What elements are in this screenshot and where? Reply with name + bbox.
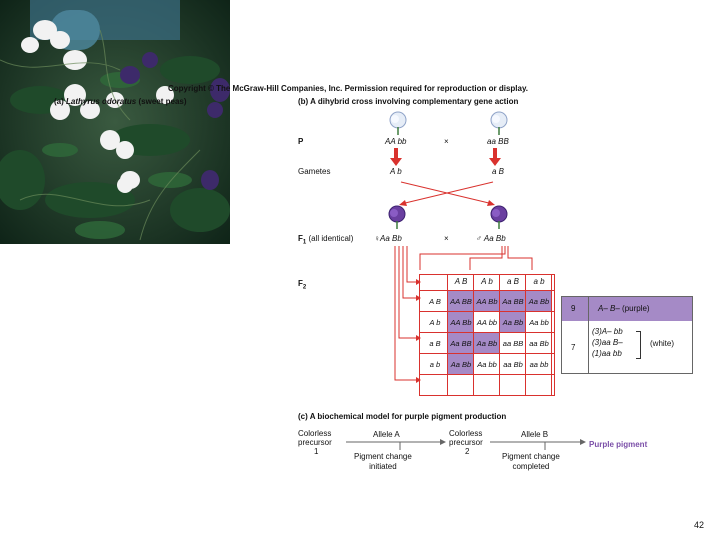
punnett-cell: AA bb bbox=[476, 318, 498, 327]
purple-flower-icon bbox=[388, 205, 406, 229]
punnett-cell: Aa bb bbox=[477, 360, 497, 369]
punnett-col-header: A B bbox=[454, 277, 468, 286]
results-divider bbox=[588, 297, 589, 373]
pathway-arrows bbox=[346, 439, 586, 450]
punnett-row-header: A B bbox=[429, 297, 441, 306]
f1-male-genotype: ♂ Aa Bb bbox=[476, 234, 506, 243]
punnett-gridline bbox=[551, 275, 552, 395]
punnett-col-header: a b bbox=[533, 277, 545, 286]
f2-label: F2 bbox=[298, 279, 307, 291]
white-flower-icon bbox=[490, 111, 508, 135]
punnett-gridline bbox=[473, 275, 474, 395]
punnett-gridline bbox=[420, 290, 554, 291]
copyright-notice: Copyright © The McGraw-Hill Companies, I… bbox=[168, 84, 529, 93]
punnett-cell: aa Bb bbox=[529, 339, 549, 348]
cross-symbol: × bbox=[444, 137, 449, 146]
punnett-gridline bbox=[420, 353, 554, 354]
punnett-row-header: a b bbox=[429, 360, 441, 369]
punnett-row-header: a B bbox=[429, 339, 441, 348]
panel-a-common-name: (sweet peas) bbox=[138, 97, 187, 106]
purple-result-row bbox=[562, 297, 692, 321]
white-label: (white) bbox=[650, 339, 675, 348]
f1-female-genotype: ♀Aa Bb bbox=[374, 234, 402, 243]
punnett-cell: Aa BB bbox=[500, 291, 526, 312]
gametes-label: Gametes bbox=[298, 167, 331, 176]
f1-to-punnett-lines bbox=[394, 246, 533, 383]
white-bracket bbox=[636, 331, 641, 359]
punnett-gridline bbox=[447, 275, 448, 395]
punnett-cell: Aa BB bbox=[448, 333, 474, 354]
punnett-row-header: A b bbox=[429, 318, 441, 327]
panel-c-title: (c) A biochemical model for purple pigme… bbox=[298, 412, 507, 421]
p-left-genotype: AA bb bbox=[385, 137, 407, 146]
gamete-right: a B bbox=[492, 167, 505, 176]
white-count: 7 bbox=[571, 343, 576, 352]
punnett-cell: Aa Bb bbox=[526, 291, 552, 312]
punnett-gridline bbox=[420, 374, 554, 375]
punnett-cell: aa Bb bbox=[503, 360, 523, 369]
punnett-gridline bbox=[499, 275, 500, 395]
results-box: 9 A– B– (purple) 7 (3)A– bb (3)aa B– (1)… bbox=[561, 296, 693, 374]
purple-pigment-label: Purple pigment bbox=[589, 440, 648, 449]
cross-arrows bbox=[390, 148, 501, 206]
punnett-cell: Aa Bb bbox=[448, 354, 474, 375]
white-genotype-3: (1)aa bb bbox=[592, 349, 622, 358]
punnett-cell: Aa bb bbox=[529, 318, 549, 327]
f1-label: F1 (all identical) bbox=[298, 234, 354, 246]
allele-a-label: Allele A bbox=[373, 430, 400, 439]
punnett-cell: AA BB bbox=[448, 291, 474, 312]
punnett-cell: AA Bb bbox=[474, 291, 500, 312]
panel-b-title: (b) A dihybrid cross involving complemen… bbox=[298, 97, 519, 106]
purple-genotype: A– B– (purple) bbox=[598, 304, 650, 313]
panel-a-letter: (a) bbox=[54, 97, 64, 106]
punnett-gridline bbox=[420, 332, 554, 333]
panel-a-species: Lathyrus odoratus bbox=[66, 97, 137, 106]
p-generation-label: P bbox=[298, 137, 304, 146]
punnett-gridline bbox=[420, 311, 554, 312]
punnett-col-header: a B bbox=[506, 277, 519, 286]
purple-count: 9 bbox=[571, 304, 576, 313]
punnett-cell: aa BB bbox=[502, 339, 524, 348]
punnett-cell: AA Bb bbox=[448, 312, 474, 333]
page-number: 42 bbox=[693, 520, 704, 530]
panel-a-title: (a) Lathyrus odoratus (sweet peas) bbox=[54, 97, 187, 107]
gamete-left: A b bbox=[390, 167, 402, 176]
punnett-cell: aa bb bbox=[529, 360, 549, 369]
white-genotype-1: (3)A– bb bbox=[592, 327, 623, 336]
white-genotype-2: (3)aa B– bbox=[592, 338, 623, 347]
purple-flower-icon bbox=[490, 205, 508, 229]
cross-symbol-f1: × bbox=[444, 234, 449, 243]
p-right-genotype: aa BB bbox=[487, 137, 509, 146]
allele-b-label: Allele B bbox=[521, 430, 549, 439]
punnett-col-header: A b bbox=[481, 277, 493, 286]
punnett-gridline bbox=[525, 275, 526, 395]
sweet-pea-photo bbox=[0, 0, 230, 244]
white-flower-icon bbox=[389, 111, 407, 135]
punnett-cell: Aa Bb bbox=[474, 333, 500, 354]
punnett-cell: Aa Bb bbox=[500, 312, 526, 333]
